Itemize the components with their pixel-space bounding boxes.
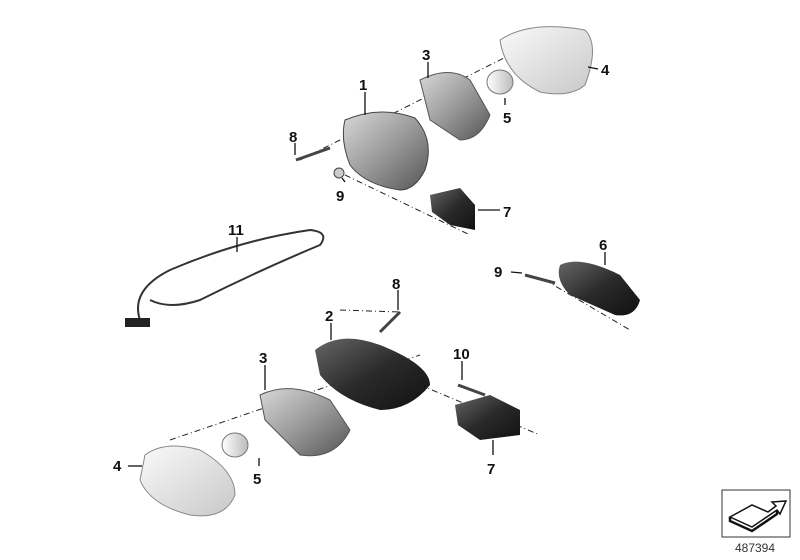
cable-grommet	[455, 395, 520, 440]
leader-lines	[128, 62, 606, 467]
callout-5: 5	[253, 471, 261, 488]
housing-silver	[342, 111, 429, 191]
callout-5: 5	[503, 110, 511, 127]
callout-11: 11	[228, 222, 244, 239]
3d-arrow-icon	[721, 489, 791, 538]
callout-7: 7	[503, 204, 511, 221]
cable-harness	[125, 228, 325, 327]
bulb	[221, 432, 249, 458]
cable-grommet	[430, 188, 475, 230]
reference-number: 487394	[734, 541, 776, 555]
callout-1: 1	[359, 77, 367, 94]
reflector-holder	[419, 72, 491, 141]
bulb	[486, 69, 514, 95]
upper-turn-signal	[295, 26, 593, 230]
callout-4: 4	[113, 458, 122, 475]
rubber-grommet	[524, 261, 640, 316]
callout-6: 6	[599, 237, 607, 254]
screw	[295, 146, 331, 162]
callout-3: 3	[259, 350, 267, 367]
housing-black	[315, 338, 430, 410]
screw	[378, 310, 402, 334]
callout-3: 3	[422, 47, 430, 64]
callout-8: 8	[289, 129, 297, 146]
lens-clear	[139, 445, 236, 517]
screw	[457, 383, 486, 397]
callout-4: 4	[601, 62, 610, 79]
callout-8: 8	[392, 276, 400, 293]
callout-9: 9	[336, 188, 344, 205]
callout-7: 7	[487, 461, 495, 478]
callout-10: 10	[453, 346, 470, 363]
callout-labels: 1 3 4 5 8 9 7 11 6 9 8 2 3 10 4 5 7	[113, 47, 610, 488]
lens-clear	[499, 26, 593, 95]
reflector-holder	[259, 388, 351, 457]
callout-2: 2	[325, 308, 333, 325]
callout-9: 9	[494, 264, 502, 281]
lower-turn-signal	[139, 310, 520, 517]
